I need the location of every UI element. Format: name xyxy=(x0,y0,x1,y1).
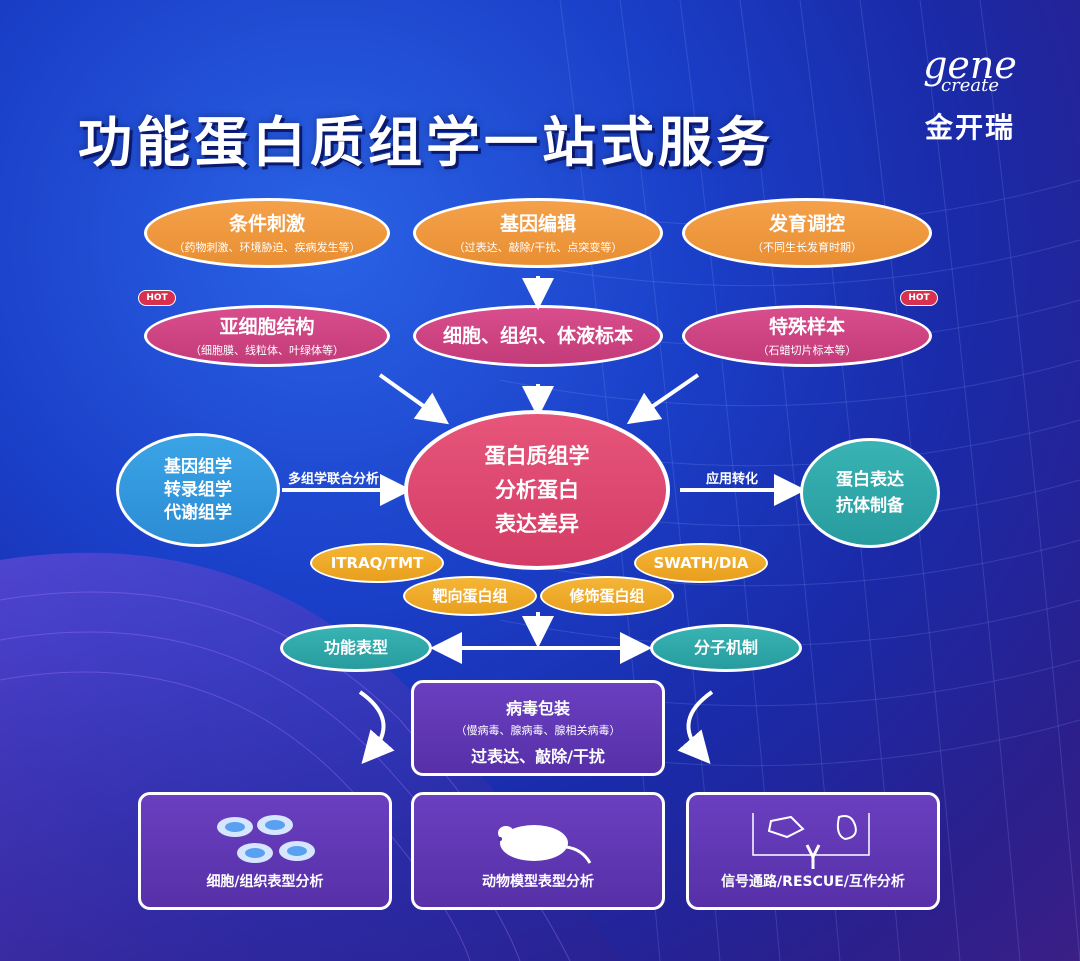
bottom-box-signaling: 信号通路/RESCUE/互作分析 xyxy=(686,792,940,910)
center-line: 分析蛋白 xyxy=(495,478,579,502)
node-sub: （细胞膜、线粒体、叶绿体等） xyxy=(190,344,344,357)
node-proteomics-center: 蛋白质组学 分析蛋白 表达差异 xyxy=(404,410,670,570)
arrow-label-right: 应用转化 xyxy=(706,472,759,487)
bottom-caption: 信号通路/RESCUE/互作分析 xyxy=(721,874,905,890)
node-protein-expression: 蛋白表达 抗体制备 xyxy=(800,438,940,548)
node-line: 代谢组学 xyxy=(164,502,232,523)
cells-icon xyxy=(217,815,315,863)
method-label: ITRAQ/TMT xyxy=(330,554,424,572)
node-condition-stimulus: 条件刺激 （药物刺激、环境胁迫、疾病发生等） xyxy=(144,198,390,268)
node-sub: （药物刺激、环境胁迫、疾病发生等） xyxy=(173,241,361,254)
logo-cn: 金开瑞 xyxy=(924,111,1015,144)
node-omics: 基因组学 转录组学 代谢组学 xyxy=(116,433,280,547)
arrow-curve-left xyxy=(358,690,395,765)
node-line: 抗体制备 xyxy=(836,496,904,516)
virus-sub: （慢病毒、腺病毒、腺相关病毒） xyxy=(455,724,621,737)
arrow-label-left: 多组学联合分析 xyxy=(288,472,380,487)
virus-packaging-box: 病毒包装 （慢病毒、腺病毒、腺相关病毒） 过表达、敲除/干扰 xyxy=(411,680,665,776)
node-main: 特殊样本 xyxy=(768,316,845,338)
method-modification: 修饰蛋白组 xyxy=(540,576,674,616)
bottom-caption: 细胞/组织表型分析 xyxy=(206,874,324,890)
arrow-curve-right xyxy=(677,690,714,765)
center-line: 蛋白质组学 xyxy=(484,444,590,468)
virus-title: 病毒包装 xyxy=(505,699,570,718)
node-line: 基因组学 xyxy=(164,456,232,477)
protein-interaction-icon xyxy=(752,813,870,869)
method-label: 修饰蛋白组 xyxy=(569,587,645,605)
logo-mark: gene xyxy=(923,43,1017,87)
node-gene-editing: 基因编辑 （过表达、敲除/干扰、点突变等） xyxy=(413,198,663,268)
center-line: 表达差异 xyxy=(495,512,579,536)
node-line: 转录组学 xyxy=(164,479,232,500)
method-label: 靶向蛋白组 xyxy=(432,587,508,605)
node-sub: （石蜡切片标本等） xyxy=(757,344,857,357)
arrow-diag-left xyxy=(378,373,450,425)
bottom-caption: 动物模型表型分析 xyxy=(482,874,594,890)
node-sub: （不同生长发育时期） xyxy=(752,241,862,254)
method-label: SWATH/DIA xyxy=(653,554,749,572)
node-development: 发育调控 （不同生长发育时期） xyxy=(682,198,932,268)
node-line: 蛋白表达 xyxy=(836,470,904,490)
hot-badge: HOT xyxy=(900,290,938,306)
brand-logo: gene create 金开瑞 xyxy=(905,45,1035,165)
hot-badge: HOT xyxy=(138,290,176,306)
node-molecular-mechanism: 分子机制 xyxy=(650,624,802,672)
node-subcellular: 亚细胞结构 （细胞膜、线粒体、叶绿体等） xyxy=(144,305,390,367)
bottom-box-cell: 细胞/组织表型分析 xyxy=(138,792,392,910)
arrow-diag-right xyxy=(626,373,700,425)
node-functional-phenotype: 功能表型 xyxy=(280,624,432,672)
mouse-icon xyxy=(498,825,592,864)
node-special-samples: 特殊样本 （石蜡切片标本等） xyxy=(682,305,932,367)
bottom-box-animal: 动物模型表型分析 xyxy=(411,792,665,910)
node-main: 发育调控 xyxy=(768,213,845,235)
method-itraq: ITRAQ/TMT xyxy=(310,543,444,583)
logo-sub: create xyxy=(941,75,999,96)
node-sub: （过表达、敲除/干扰、点突变等） xyxy=(453,241,623,254)
virus-line: 过表达、敲除/干扰 xyxy=(471,747,605,766)
outcome-label: 分子机制 xyxy=(693,638,758,657)
page-title: 功能蛋白质组学一站式服务 xyxy=(78,111,774,174)
method-targeted: 靶向蛋白组 xyxy=(403,576,537,616)
node-main: 细胞、组织、体液标本 xyxy=(442,325,633,347)
outcome-label: 功能表型 xyxy=(323,638,388,657)
node-main: 亚细胞结构 xyxy=(219,316,315,338)
node-main: 基因编辑 xyxy=(499,213,576,235)
method-swath: SWATH/DIA xyxy=(634,543,768,583)
node-main: 条件刺激 xyxy=(228,213,305,235)
